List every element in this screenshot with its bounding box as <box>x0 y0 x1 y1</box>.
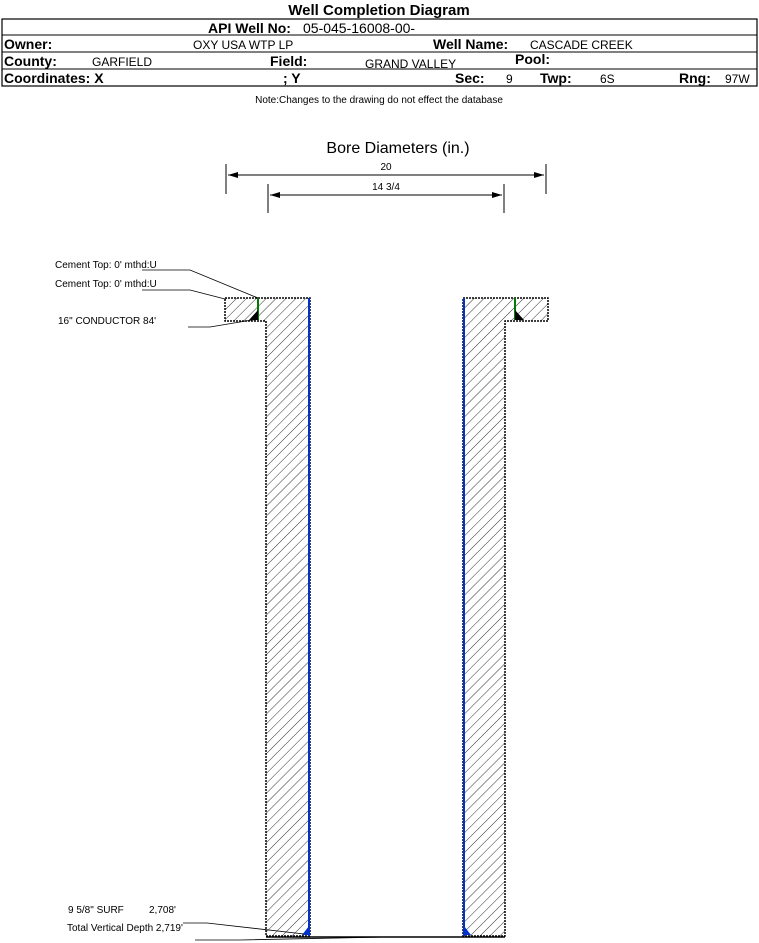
owner-label: Owner: <box>4 36 52 52</box>
api-label: API Well No: <box>208 20 291 36</box>
pool-label: Pool: <box>515 51 550 67</box>
bore-dimension-20: 20 <box>225 162 547 194</box>
bore-diameter-label: 20 <box>380 162 392 173</box>
county-label: County: <box>4 53 57 69</box>
note: Note:Changes to the drawing do not effec… <box>255 95 503 106</box>
well-name-label: Well Name: <box>433 36 508 52</box>
sec-label: Sec: <box>455 70 485 86</box>
cement-top-label: Cement Top: 0' mthd:U <box>55 279 157 290</box>
wellbore-right-annulus <box>462 297 549 937</box>
header-table: API Well No: 05-045-16008-00- Owner: OXY… <box>1 18 758 87</box>
rng-value: 97W <box>725 72 750 86</box>
bore-dimension-14-3-4: 14 3/4 <box>267 182 505 213</box>
rng-label: Rng: <box>679 70 711 86</box>
owner-value: OXY USA WTP LP <box>193 38 293 52</box>
cement-top-label: Cement Top: 0' mthd:U <box>55 260 157 271</box>
field-label: Field: <box>270 53 307 69</box>
twp-label: Twp: <box>540 70 572 86</box>
diagram-title: Well Completion Diagram <box>288 2 469 19</box>
surf-casing-label: 9 5/8" SURF <box>68 905 124 916</box>
field-value: GRAND VALLEY <box>365 57 456 71</box>
bore-title: Bore Diameters (in.) <box>326 140 469 157</box>
sec-value: 9 <box>506 72 513 86</box>
coord-y-label: ; Y <box>283 70 301 86</box>
coord-x-label: Coordinates: X <box>4 70 104 86</box>
wellbore-left-annulus <box>224 297 311 937</box>
bore-diameter-label: 14 3/4 <box>372 182 400 193</box>
twp-value: 6S <box>600 72 615 86</box>
well-name-value: CASCADE CREEK <box>530 38 633 52</box>
conductor-label: 16" CONDUCTOR 84' <box>58 316 156 327</box>
tvd-label: Total Vertical Depth 2,719' <box>67 923 183 934</box>
surf-casing-depth: 2,708' <box>149 905 176 916</box>
api-value: 05-045-16008-00- <box>303 20 415 36</box>
county-value: GARFIELD <box>92 55 152 69</box>
